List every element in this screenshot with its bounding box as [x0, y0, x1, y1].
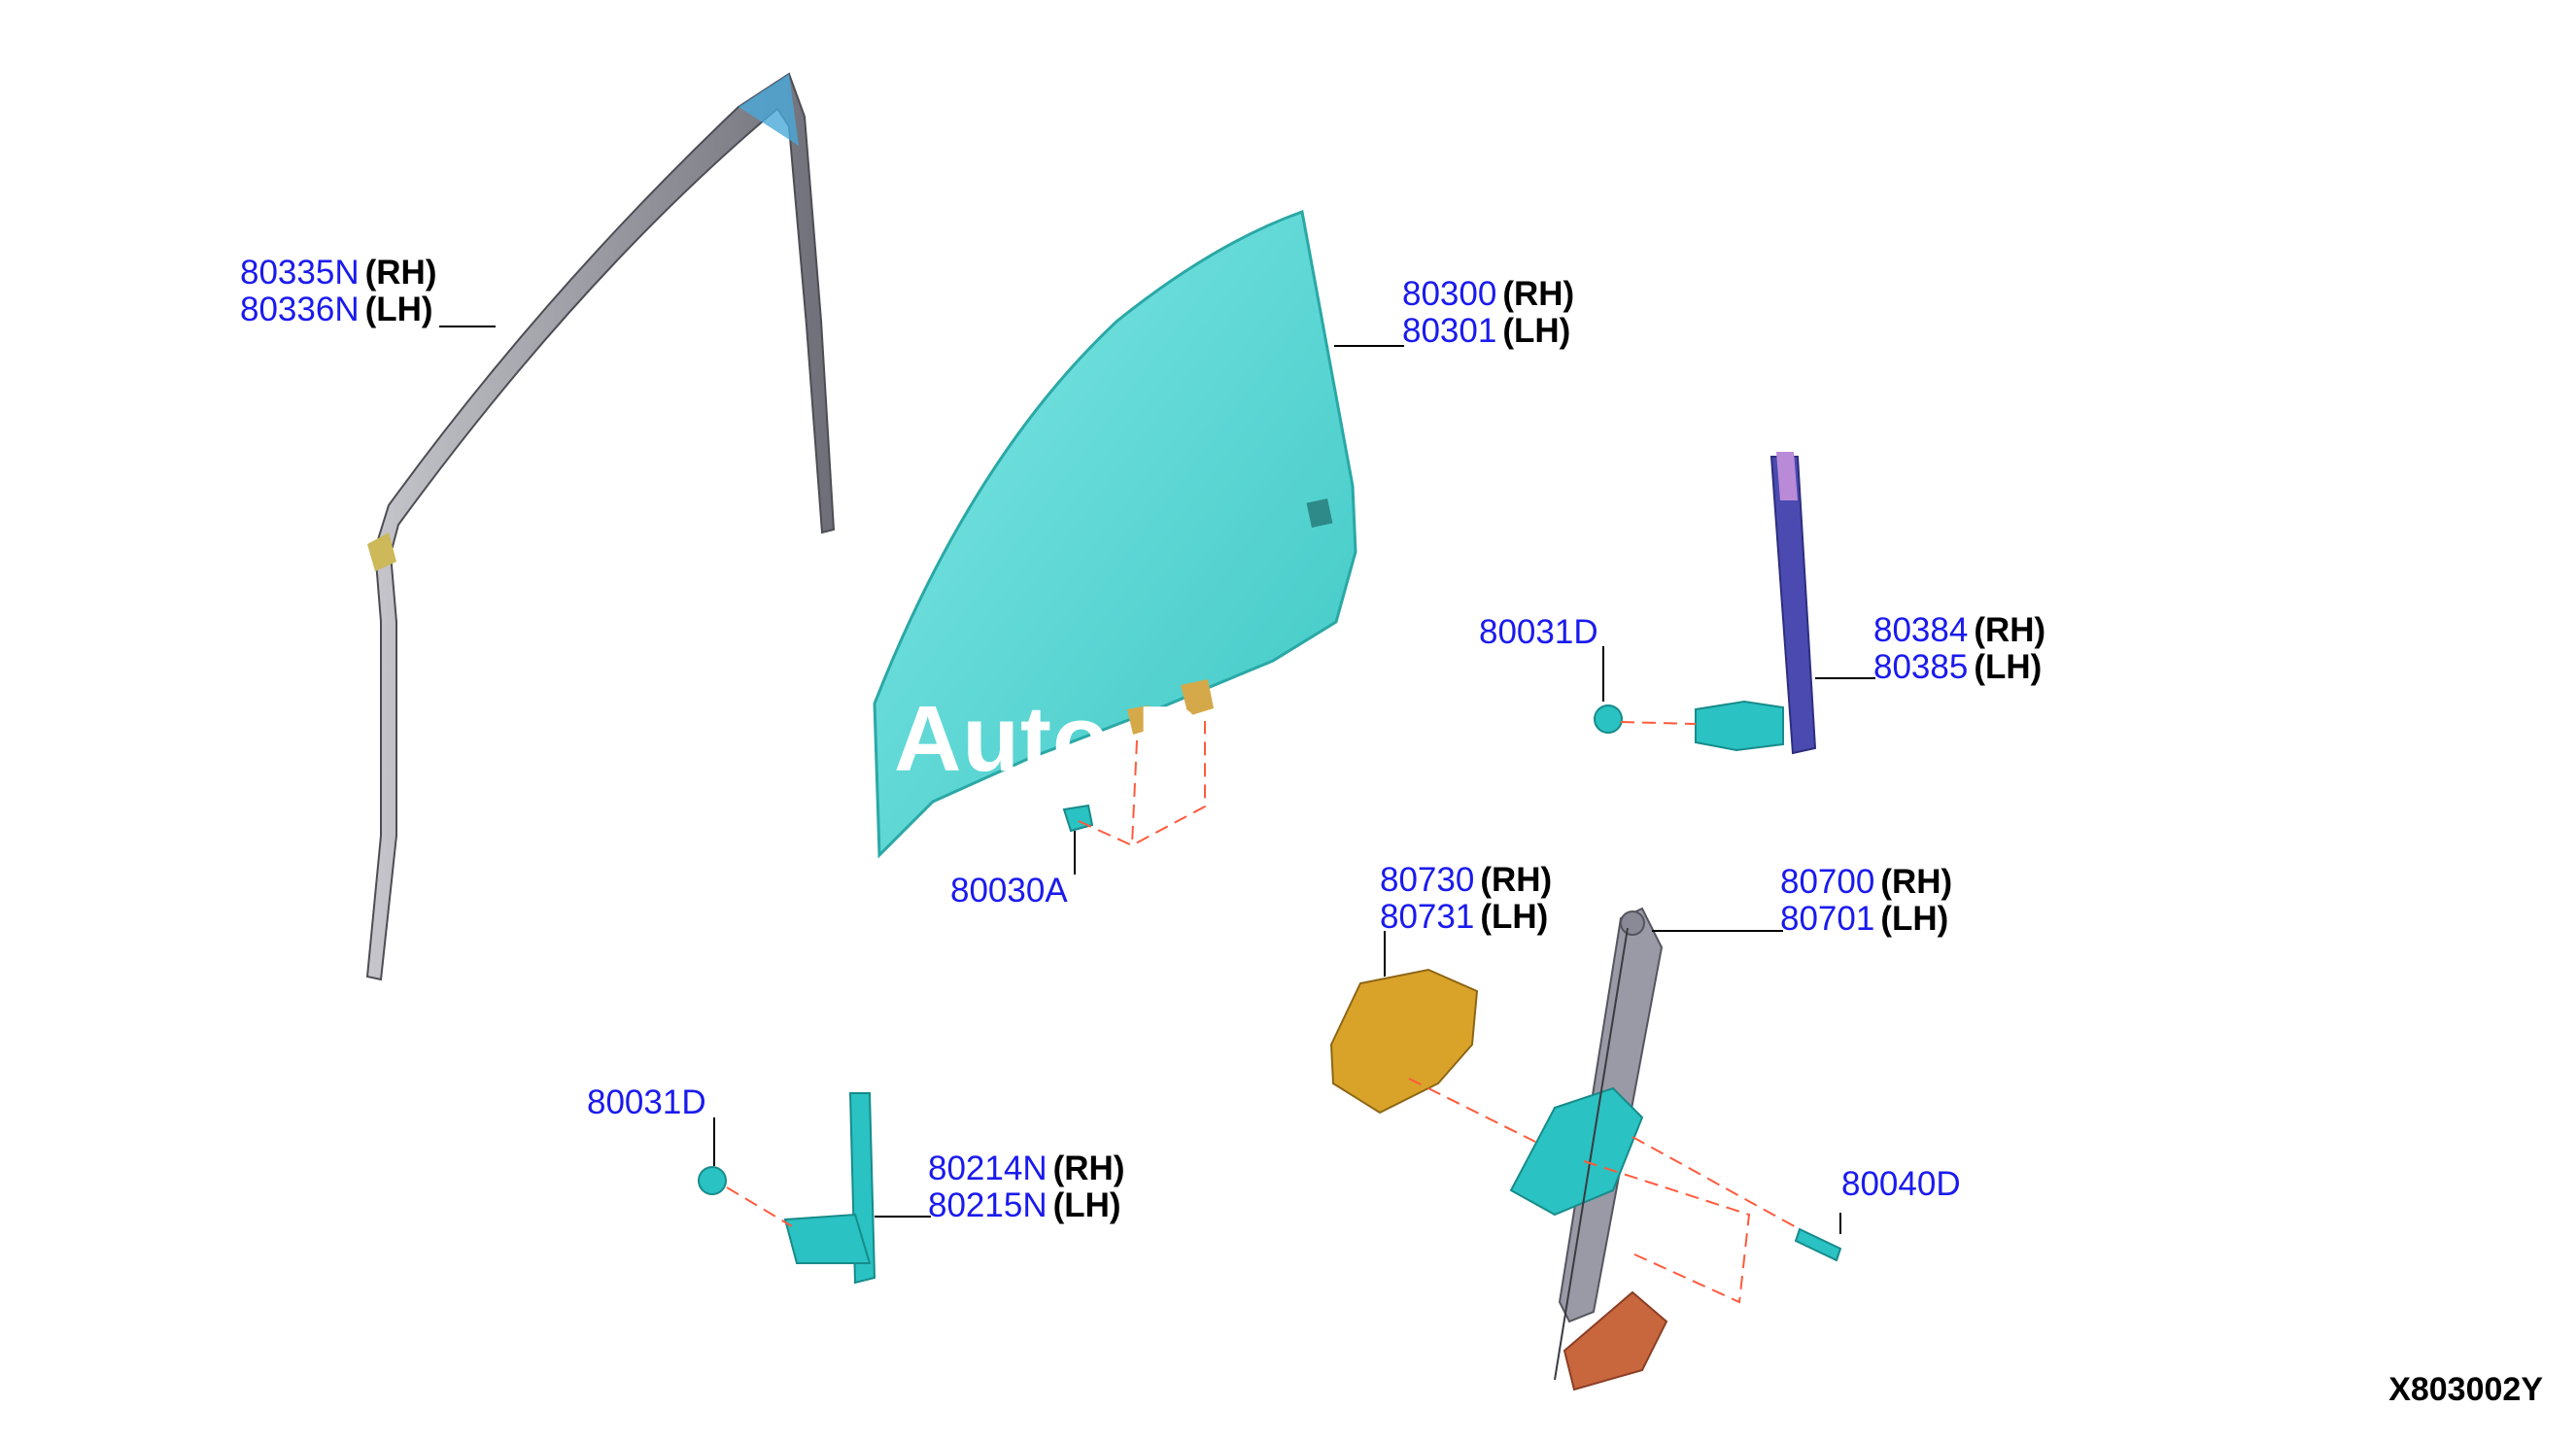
side-qualifier: (LH)	[1502, 312, 1571, 350]
side-qualifier: (LH)	[1052, 1186, 1121, 1224]
rear-guide-bracket	[1695, 700, 1784, 752]
part-number[interactable]: 80336N	[240, 291, 360, 328]
rear-bolt-80031D	[1594, 704, 1623, 734]
leader-lines	[439, 326, 1875, 1234]
regulator-bottom-bracket	[1563, 1290, 1668, 1391]
door-glass	[873, 209, 1357, 859]
part-number[interactable]: 80701	[1780, 900, 1875, 938]
callout-window-motor: 80730(RH) 80731(LH)	[1380, 862, 1552, 936]
side-qualifier: (LH)	[1480, 898, 1549, 936]
assembly-dash-lines	[726, 721, 1801, 1304]
window-channel-top-corner	[738, 74, 799, 146]
part-number[interactable]: 80300	[1402, 275, 1497, 313]
part-number[interactable]: 80215N	[928, 1186, 1048, 1224]
side-qualifier: (RH)	[1502, 275, 1575, 313]
part-number[interactable]: 80384	[1873, 611, 1969, 649]
window-motor	[1329, 968, 1479, 1115]
regulator-cable	[1554, 927, 1629, 1381]
side-qualifier: (LH)	[1974, 648, 2043, 686]
regulator-bolt-80040D	[1794, 1227, 1842, 1262]
side-qualifier: (RH)	[364, 254, 437, 292]
lower-bolt-80031D	[698, 1166, 727, 1195]
regulator-carrier	[1509, 1086, 1644, 1217]
rear-guide-run-top	[1776, 452, 1798, 500]
part-number[interactable]: 80731	[1380, 898, 1475, 936]
callout-window-regulator: 80700(RH) 80701(LH)	[1780, 864, 1952, 938]
glass-clip	[1127, 679, 1214, 735]
callout-front-lower-bracket: 80214N(RH) 80215N(LH)	[928, 1150, 1124, 1224]
glass-bolt-80030A	[1062, 804, 1094, 833]
diagram-id: X803002Y	[2388, 1371, 2543, 1408]
callout-glass-bolt: 80030A	[950, 873, 1068, 910]
side-qualifier: (RH)	[1880, 863, 1953, 901]
side-qualifier: (LH)	[1880, 900, 1949, 938]
regulator-top-pulley	[1620, 910, 1645, 936]
side-qualifier: (RH)	[1480, 861, 1553, 899]
part-number[interactable]: 80335N	[240, 254, 360, 292]
callout-door-glass: 80300(RH) 80301(LH)	[1402, 276, 1574, 350]
callout-lower-bolt: 80031D	[587, 1084, 706, 1121]
part-number[interactable]: 80040D	[1841, 1165, 1961, 1203]
part-number[interactable]: 80214N	[928, 1150, 1048, 1187]
callout-regulator-bolt: 80040D	[1841, 1166, 1961, 1203]
watermark-text: Auto P	[894, 687, 1201, 791]
part-number[interactable]: 80301	[1402, 312, 1497, 350]
part-number[interactable]: 80700	[1780, 863, 1875, 901]
window-channel	[365, 72, 836, 981]
front-lower-bracket-foot	[783, 1213, 872, 1264]
callout-rear-guide-run: 80384(RH) 80385(LH)	[1873, 612, 2045, 686]
window-channel-mid-joint	[367, 532, 396, 571]
part-number[interactable]: 80030A	[950, 872, 1068, 910]
callout-window-channel: 80335N(RH) 80336N(LH)	[240, 255, 436, 328]
part-number[interactable]: 80385	[1873, 648, 1969, 686]
callout-rear-bolt: 80031D	[1479, 614, 1598, 651]
side-qualifier: (RH)	[1052, 1150, 1125, 1187]
side-qualifier: (RH)	[1974, 611, 2046, 649]
part-number[interactable]: 80031D	[587, 1083, 706, 1121]
side-qualifier: (LH)	[364, 291, 433, 328]
part-number[interactable]: 80031D	[1479, 613, 1598, 651]
glass-sensor-patch	[1306, 498, 1333, 529]
part-number[interactable]: 80730	[1380, 861, 1475, 899]
